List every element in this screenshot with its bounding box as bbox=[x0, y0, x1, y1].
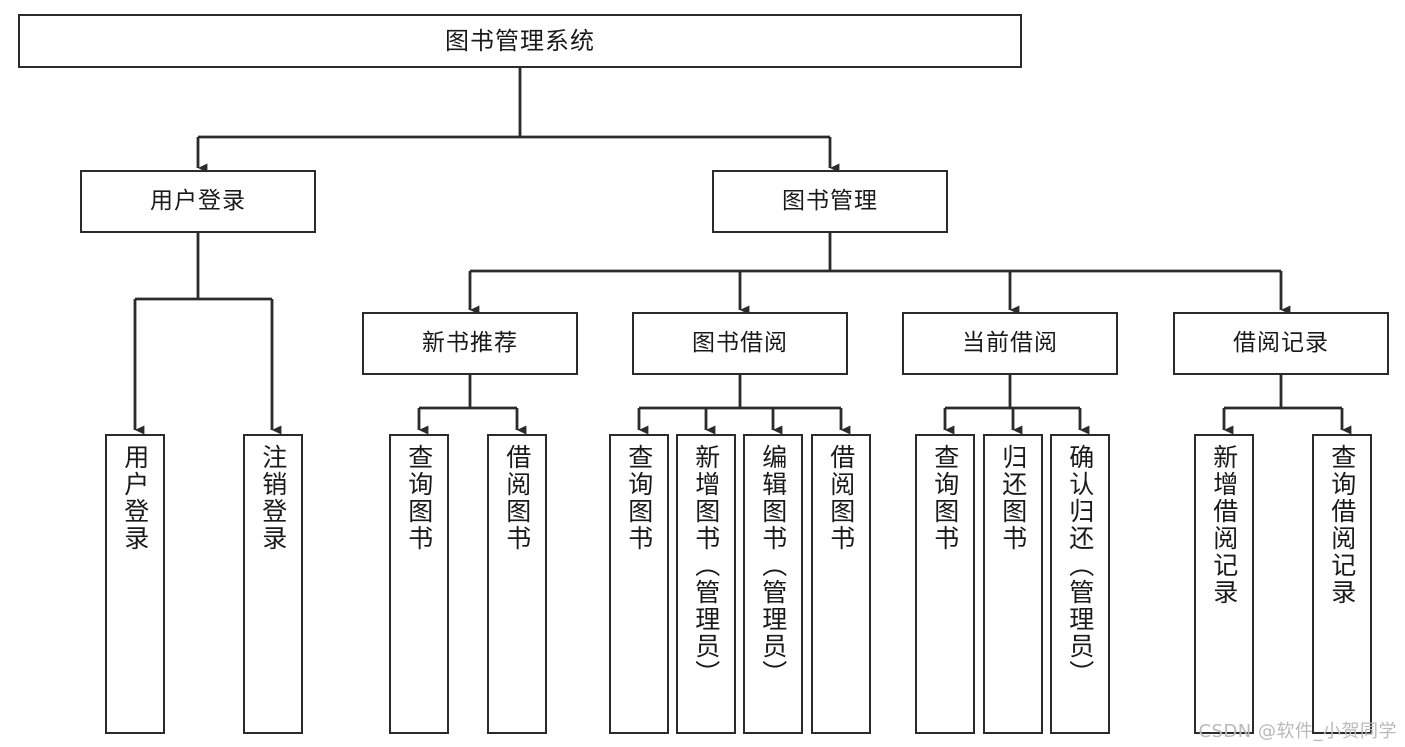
csdn-watermark: CSDN @软件_小贺同学 bbox=[1198, 721, 1397, 742]
leaf-recommend-borrow-book[interactable]: 借阅图书 bbox=[487, 434, 547, 734]
leaf-label: 查询图书 bbox=[624, 444, 654, 552]
node-root-system[interactable]: 图书管理系统 bbox=[18, 14, 1022, 68]
leaf-borrow-add-book-admin[interactable]: 新增图书（管理员） bbox=[676, 434, 736, 734]
leaf-current-return-book[interactable]: 归还图书 bbox=[983, 434, 1043, 734]
leaf-borrow-query-book[interactable]: 查询图书 bbox=[609, 434, 669, 734]
leaf-current-query-book[interactable]: 查询图书 bbox=[915, 434, 975, 734]
leaf-label: 查询借阅记录 bbox=[1327, 444, 1357, 606]
leaf-label: 注销登录 bbox=[258, 444, 288, 552]
node-label: 当前借阅 bbox=[962, 329, 1058, 356]
node-borrow-record[interactable]: 借阅记录 bbox=[1173, 312, 1389, 375]
node-label: 借阅记录 bbox=[1233, 329, 1329, 356]
leaf-label: 查询图书 bbox=[930, 444, 960, 552]
node-book-borrow[interactable]: 图书借阅 bbox=[632, 312, 848, 375]
leaf-label: 借阅图书 bbox=[502, 444, 532, 552]
node-current-borrow[interactable]: 当前借阅 bbox=[902, 312, 1118, 375]
leaf-record-query-record[interactable]: 查询借阅记录 bbox=[1312, 434, 1372, 734]
node-user-login[interactable]: 用户登录 bbox=[80, 170, 316, 233]
leaf-label: 查询图书 bbox=[404, 444, 434, 552]
leaf-recommend-query-book[interactable]: 查询图书 bbox=[389, 434, 449, 734]
node-label: 图书管理 bbox=[782, 187, 878, 214]
node-new-book-recommend[interactable]: 新书推荐 bbox=[362, 312, 578, 375]
leaf-record-add-record[interactable]: 新增借阅记录 bbox=[1194, 434, 1254, 734]
node-label: 图书管理系统 bbox=[445, 26, 595, 55]
leaf-label: 新增借阅记录 bbox=[1209, 444, 1239, 606]
leaf-user-login-logout[interactable]: 注销登录 bbox=[243, 434, 303, 734]
leaf-current-confirm-return-admin[interactable]: 确认归还（管理员） bbox=[1050, 434, 1110, 734]
leaf-label: 新增图书（管理员） bbox=[691, 444, 721, 687]
leaf-label: 确认归还（管理员） bbox=[1065, 444, 1095, 687]
leaf-borrow-borrow-book[interactable]: 借阅图书 bbox=[811, 434, 871, 734]
leaf-label: 编辑图书（管理员） bbox=[758, 444, 788, 687]
node-book-management[interactable]: 图书管理 bbox=[712, 170, 948, 233]
leaf-label: 归还图书 bbox=[998, 444, 1028, 552]
leaf-user-login-login[interactable]: 用户登录 bbox=[105, 434, 165, 734]
node-label: 新书推荐 bbox=[422, 329, 518, 356]
node-label: 图书借阅 bbox=[692, 329, 788, 356]
leaf-label: 借阅图书 bbox=[826, 444, 856, 552]
node-label: 用户登录 bbox=[150, 187, 246, 214]
leaf-label: 用户登录 bbox=[120, 444, 150, 552]
leaf-borrow-edit-book-admin[interactable]: 编辑图书（管理员） bbox=[743, 434, 803, 734]
